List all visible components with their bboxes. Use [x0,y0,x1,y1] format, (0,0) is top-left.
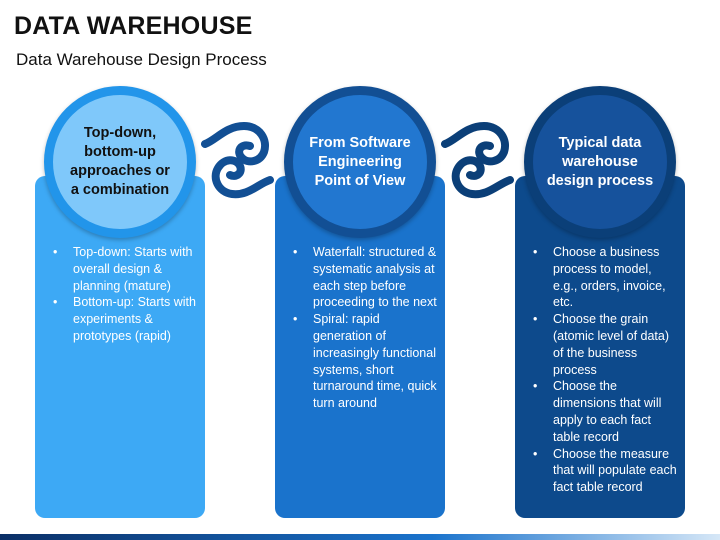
step-3-bullet: Choose the grain (atomic level of data) … [531,311,677,378]
step-1-heading-circle: Top-down, bottom-up approaches or a comb… [44,86,196,238]
step-3-bullet: Choose the measure that will populate ea… [531,446,677,496]
step-1-heading: Top-down, bottom-up approaches or a comb… [70,125,170,198]
step-3-bullet: Choose a business process to model, e.g.… [531,244,677,311]
page-subtitle: Data Warehouse Design Process [16,50,267,69]
step-3-bullet-list: Choose a business process to model, e.g.… [531,244,677,496]
step-2-bullet-list: Waterfall: structured & systematic analy… [291,244,437,412]
step-1-bullet-list: Top-down: Starts with overall design & p… [51,244,197,345]
page-title: DATA WAREHOUSE [14,12,253,40]
connector-1-2 [201,121,274,199]
connector-2-3 [441,121,514,199]
step-card-3: Choose a business process to model, e.g.… [515,176,685,518]
bottom-accent-bar [0,534,720,540]
step-1-bullet: Top-down: Starts with overall design & p… [51,244,197,294]
step-2-bullet: Spiral: rapid generation of increasingly… [291,311,437,412]
step-3-heading-circle: Typical data warehouse design process [524,86,676,238]
step-2-heading-circle: From Software Engineering Point of View [284,86,436,238]
step-3-bullet: Choose the dimensions that will apply to… [531,378,677,445]
step-2-bullet: Waterfall: structured & systematic analy… [291,244,437,311]
step-1-bullet: Bottom-up: Starts with experiments & pro… [51,294,197,344]
step-2-heading: From Software Engineering Point of View [309,134,411,189]
step-3-heading: Typical data warehouse design process [546,134,654,189]
